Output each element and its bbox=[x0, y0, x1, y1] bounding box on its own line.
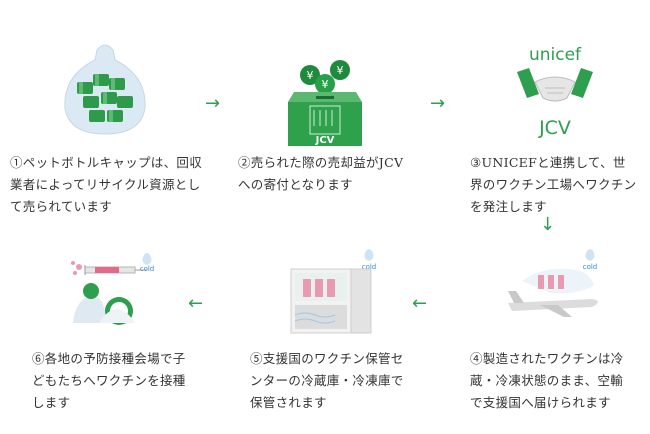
airplane-illustration: cold bbox=[508, 249, 598, 317]
arrow-left-icon: ← bbox=[188, 293, 204, 314]
svg-text:cold: cold bbox=[140, 265, 155, 273]
svg-text:¥: ¥ bbox=[322, 78, 329, 91]
svg-text:cold: cold bbox=[583, 263, 598, 271]
jcv-logo-text: JCV bbox=[538, 117, 571, 139]
refrigerator-illustration: cold bbox=[290, 249, 377, 334]
arrow-right-icon: → bbox=[205, 93, 221, 114]
step-6-caption: ⑥各地の予防接種会場で子 どもたちへワクチンを接種 します bbox=[32, 351, 186, 410]
unicef-logo-text: unicef bbox=[529, 45, 582, 65]
step-5-caption: ⑤支援国のワクチン保管セ ンターの冷蔵庫・冷凍庫で 保管されます bbox=[250, 351, 404, 410]
svg-text:cold: cold bbox=[362, 263, 377, 271]
bottle-caps-bag-illustration bbox=[64, 44, 146, 135]
donation-box-illustration: ¥ ¥ ¥ JCV bbox=[288, 60, 362, 146]
arrow-down-icon: ↓ bbox=[540, 214, 556, 235]
svg-text:¥: ¥ bbox=[337, 64, 344, 77]
unicef-jcv-handshake-illustration: unicef JCV bbox=[517, 45, 593, 139]
box-jcv-label: JCV bbox=[315, 135, 335, 146]
step-3-caption: ③UNICEFと連携して、世 界のワクチン工場へワクチン を発注します bbox=[470, 155, 637, 214]
svg-text:¥: ¥ bbox=[307, 69, 314, 82]
step-4-caption: ④製造されたワクチンは冷 蔵・冷凍状態のまま、空輸 で支援国へ届けられます bbox=[470, 351, 624, 410]
step-2-caption: ②売られた際の売却益がJCV への寄付となります bbox=[238, 155, 404, 192]
step-1-caption: ①ペットボトルキャップは、回収 業者によってリサイクル資源とし て売られています bbox=[10, 155, 203, 214]
arrow-right-icon: → bbox=[430, 93, 446, 114]
vaccination-illustration: cold bbox=[71, 253, 155, 325]
arrow-left-icon: ← bbox=[412, 293, 428, 314]
